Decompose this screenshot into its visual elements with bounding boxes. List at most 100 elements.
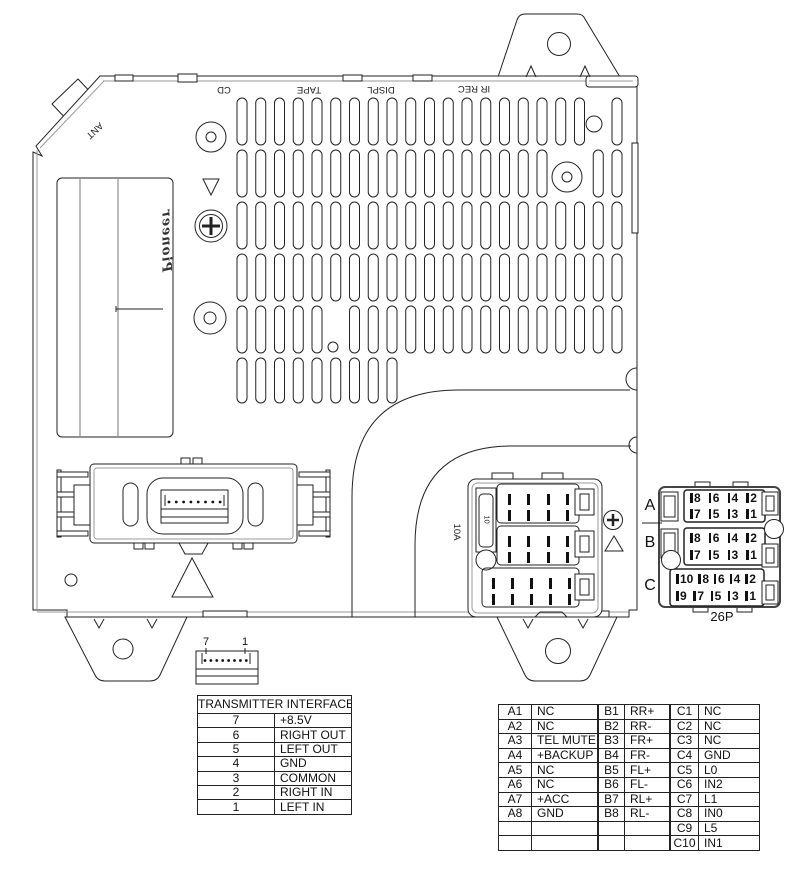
pin-id-cell: C1	[670, 704, 699, 720]
pin-signal-cell: L0	[698, 762, 760, 778]
vent-slot	[611, 97, 623, 146]
vent-slot	[461, 253, 473, 302]
vent-slot	[330, 149, 342, 198]
pin-marker: 8	[690, 532, 701, 544]
pin-marker: 1	[745, 590, 756, 602]
vent-slot	[536, 149, 548, 198]
vent-slot	[236, 305, 248, 354]
screw-hole	[193, 301, 227, 335]
socket-pin	[508, 510, 511, 521]
vent-slot	[330, 253, 342, 302]
pin-signal-cell	[531, 820, 598, 837]
pin-id-cell: C7	[670, 791, 699, 808]
socket-pin	[549, 578, 552, 589]
small-hole	[327, 341, 339, 353]
pin-marker: 4	[727, 492, 738, 504]
pin-number: 9	[680, 589, 687, 604]
pin-number: 5	[712, 507, 720, 521]
pin-bar-icon	[745, 573, 748, 584]
socket-pin	[549, 594, 552, 605]
connector-pin-dot	[239, 659, 242, 662]
vent-slot	[255, 253, 267, 302]
transmitter-pin-number: 5	[197, 741, 275, 758]
socket-pin	[508, 494, 511, 505]
vent-slot	[499, 305, 510, 354]
pin-signal-cell: NC	[698, 704, 760, 720]
pin-marker: 5	[708, 507, 720, 521]
pin-bar-icon	[708, 493, 712, 503]
socket-pin	[566, 536, 569, 547]
connector-pin-dot	[167, 500, 171, 504]
vent-slot	[386, 149, 398, 198]
pin-signal-cell: L1	[698, 791, 760, 808]
pin-number: 5	[712, 548, 720, 563]
vent-slot	[611, 253, 623, 302]
pin-id-cell: A6	[498, 776, 532, 793]
pin-signal-cell: GND	[531, 806, 598, 822]
pin-id-cell: C10	[670, 835, 699, 851]
transmitter-pin-signal: LEFT OUT	[274, 741, 352, 758]
vent-slot	[236, 149, 248, 198]
socket-pin	[566, 510, 569, 521]
vent-slot	[311, 149, 323, 198]
pin-signal-cell: NC	[698, 718, 760, 735]
pin-number: 2	[749, 571, 756, 586]
vent-slot	[330, 201, 342, 250]
pin-number: 4	[731, 530, 739, 545]
triangle-marker-up	[171, 556, 214, 598]
pin-marker: 9	[676, 590, 687, 602]
connector-pin-dot	[203, 659, 207, 662]
pin-marker: 3	[727, 548, 739, 563]
vent-slot	[292, 253, 304, 302]
vent-slot	[292, 97, 304, 146]
transmitter-pin-number: 3	[197, 770, 275, 786]
vent-slot	[255, 201, 267, 250]
pin-number: 3	[731, 548, 739, 563]
connector-pin-dot	[221, 659, 225, 662]
socket-pin	[566, 552, 569, 563]
pin-bar-icon	[746, 532, 749, 543]
pin-number: 3	[731, 589, 739, 604]
vent-slot	[517, 97, 529, 146]
vent-slot	[311, 201, 323, 250]
vent-slot	[386, 97, 398, 146]
pin-signal-cell: FR-	[624, 747, 670, 764]
fuse	[478, 493, 494, 548]
vent-slot	[517, 253, 529, 302]
rear-panel-label-cd: CD	[217, 84, 231, 95]
pin-id-cell: B5	[598, 762, 625, 778]
vent-slot	[311, 357, 323, 404]
bottom-right-mounting-tab	[496, 616, 618, 682]
pin-signal-cell: NC	[531, 704, 598, 720]
socket-pin	[568, 594, 571, 605]
vent-slot	[311, 305, 323, 354]
pin-bar-icon	[727, 591, 731, 602]
pin-bar-icon	[727, 550, 731, 561]
pin-bar-icon	[708, 550, 712, 561]
socket-pin	[547, 494, 550, 505]
vent-slot	[555, 305, 567, 354]
pin-number: 4	[733, 571, 741, 586]
pin-bar-icon	[727, 532, 731, 543]
vent-slot	[574, 305, 585, 354]
socket-pin	[547, 552, 550, 563]
socket-pin	[530, 594, 533, 605]
vent-slot	[349, 149, 360, 198]
pin-bar-icon	[693, 591, 696, 602]
pin-id-cell: A5	[498, 762, 532, 778]
vent-slot	[386, 305, 398, 354]
pin-number: 2	[750, 530, 757, 545]
vent-slot	[536, 201, 548, 250]
vent-slot	[442, 253, 454, 302]
vent-slot	[499, 253, 510, 302]
vent-slot	[592, 305, 604, 354]
fuse-marking-label: 10	[482, 515, 492, 524]
vent-slot	[611, 149, 623, 198]
vent-slot	[442, 305, 454, 354]
pin-number: 6	[712, 530, 720, 545]
pin-bar-icon	[727, 493, 731, 503]
vent-slot	[424, 201, 435, 250]
pin-id-cell	[598, 835, 625, 851]
vent-slot	[574, 97, 585, 146]
